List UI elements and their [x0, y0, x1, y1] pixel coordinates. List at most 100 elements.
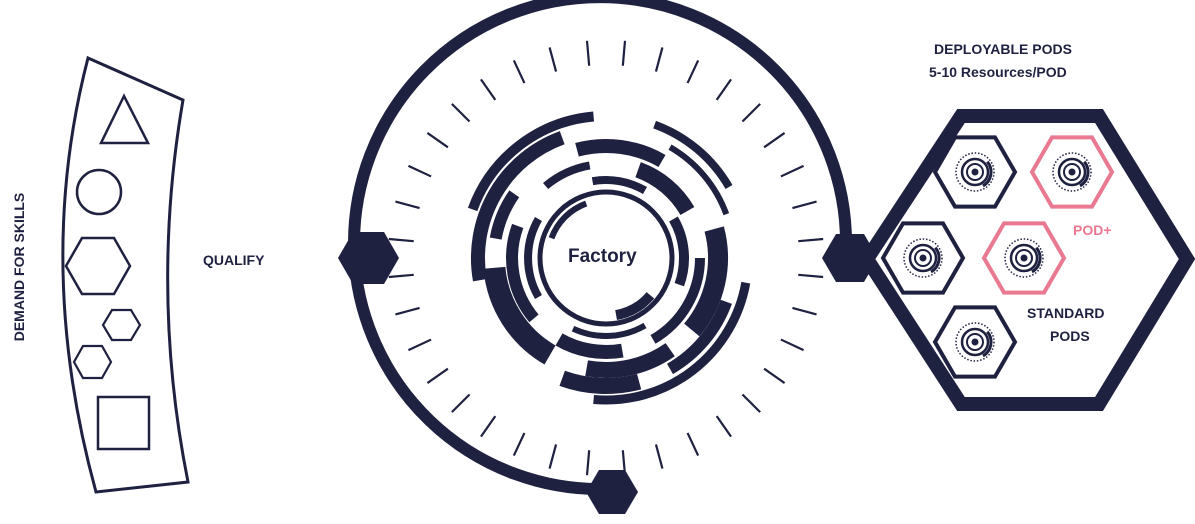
gear-pod-icon — [955, 322, 995, 362]
circle-icon — [75, 168, 123, 216]
large-hexagon-icon — [64, 236, 132, 296]
tick-mark — [798, 237, 824, 243]
tick-mark — [792, 306, 817, 316]
gear-core — [960, 157, 990, 187]
factory-label: Factory — [565, 246, 640, 268]
gear-core — [1009, 243, 1039, 273]
tick-mark — [621, 40, 627, 66]
standard-pods-line1: STANDARD — [1027, 305, 1105, 321]
triangle-icon — [98, 93, 151, 145]
tick-mark — [686, 59, 700, 84]
gear-center — [919, 254, 927, 262]
inner-arc — [591, 176, 648, 195]
tick-mark — [548, 444, 558, 469]
inner-arc — [669, 216, 689, 287]
tick-mark — [395, 306, 420, 316]
tick-mark — [512, 59, 526, 84]
inner-arc — [489, 190, 520, 240]
gear-arc — [930, 246, 941, 274]
inner-arc — [483, 266, 556, 365]
gear-ring — [1004, 238, 1044, 278]
pod — [932, 305, 1018, 379]
tick-mark — [388, 273, 414, 279]
pods-connector-hexagon — [822, 234, 878, 282]
inner-arc — [471, 131, 565, 282]
tick-mark — [780, 338, 805, 352]
tick-mark — [451, 103, 471, 123]
inner-arc — [543, 161, 591, 190]
gear-arc — [1031, 246, 1042, 274]
tick-mark — [451, 393, 471, 413]
gear-pod-icon — [1052, 152, 1092, 192]
tick-mark — [715, 78, 732, 101]
inner-arc — [650, 257, 705, 344]
small-hexagon-icon — [101, 308, 142, 342]
gear-center — [971, 338, 979, 346]
inner-arc — [653, 120, 733, 190]
inner-arc — [548, 200, 588, 240]
tick-mark — [480, 415, 497, 438]
bottom-connector-hexagon — [586, 470, 638, 514]
gear-hub — [966, 333, 984, 351]
gear-center — [971, 168, 979, 176]
pod — [1029, 135, 1115, 209]
inner-arcs — [467, 111, 751, 405]
gear-center — [1068, 168, 1076, 176]
tick-mark — [792, 200, 817, 210]
tick-mark — [395, 200, 420, 210]
pod — [981, 221, 1067, 295]
tick-mark — [426, 367, 449, 384]
inner-arc — [575, 139, 666, 168]
inner-arc — [668, 144, 730, 216]
inner-arc — [635, 162, 695, 216]
gear-arc — [982, 330, 993, 358]
inner-arc — [666, 299, 732, 375]
inner-arc — [683, 226, 728, 337]
tick-mark — [512, 432, 526, 457]
inner-arc — [585, 343, 675, 378]
tick-mark — [763, 367, 786, 384]
gear-hub — [1015, 249, 1033, 267]
gear-arc — [982, 160, 993, 188]
tick-mark — [741, 393, 761, 413]
pod-grid — [880, 135, 1115, 379]
gear-ring — [955, 322, 995, 362]
inner-arc — [467, 111, 595, 212]
tick-mark — [480, 78, 497, 101]
gear-pod-icon — [1004, 238, 1044, 278]
pods-title-line1: DEPLOYABLE PODS — [934, 41, 1072, 57]
tick-mark — [741, 103, 761, 123]
pods-container — [858, 109, 1195, 411]
square-icon — [96, 395, 151, 451]
outer-ring-tail — [618, 258, 846, 489]
tick-mark — [715, 415, 732, 438]
tick-mark — [654, 444, 664, 469]
outer-ring — [348, 0, 853, 496]
gear-ring — [903, 238, 943, 278]
tick-mark — [407, 164, 432, 178]
demand-band — [61, 55, 190, 494]
inner-arc — [615, 291, 655, 321]
pod — [932, 135, 1018, 209]
tick-mark — [763, 132, 786, 149]
tick-mark — [780, 164, 805, 178]
inner-ring — [537, 189, 675, 327]
tick-mark — [426, 132, 449, 149]
tick-mark — [407, 338, 432, 352]
gear-hub — [966, 163, 984, 181]
gear-core — [908, 243, 938, 273]
pod-plus-label: POD+ — [1073, 222, 1112, 238]
demand-panel — [61, 55, 190, 494]
tick-mark — [686, 432, 700, 457]
gear-ring — [955, 152, 995, 192]
tick-mark — [798, 273, 824, 279]
gear-pod-icon — [955, 152, 995, 192]
qualify-label: QUALIFY — [203, 252, 265, 268]
gear-ring — [1052, 152, 1092, 192]
pod — [880, 221, 966, 295]
inner-arc — [571, 322, 647, 339]
gear-hub — [914, 249, 932, 267]
inner-arc — [559, 370, 642, 394]
gear-pod-icon — [903, 238, 943, 278]
factory-dial — [338, 0, 878, 514]
